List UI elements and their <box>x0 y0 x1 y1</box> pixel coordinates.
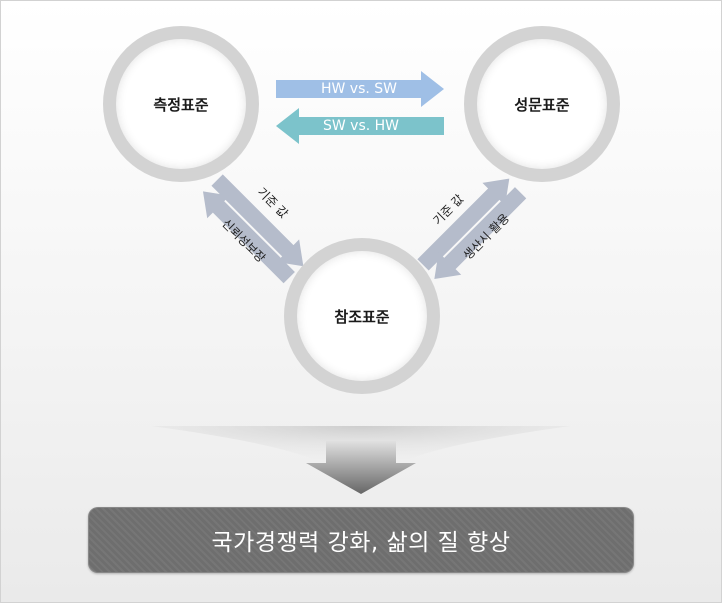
label-sw-vs-hw: SW vs. HW <box>322 118 400 134</box>
arrow-hw-vs-sw <box>276 71 444 107</box>
arrow-right-up <box>417 178 510 271</box>
label-hw-vs-sw: HW vs. SW <box>320 81 398 97</box>
outcome-banner-text: 국가경쟁력 강화, 삶의 질 향상 <box>211 530 511 556</box>
arrow-left-up <box>202 191 295 284</box>
node-reference-label: 참조표준 <box>297 251 427 381</box>
outcome-banner: 국가경쟁력 강화, 삶의 질 향상 <box>88 507 634 573</box>
down-arrow <box>306 441 416 494</box>
node-measurement-label: 측정표준 <box>116 39 246 169</box>
arrow-sw-vs-hw <box>276 108 444 144</box>
node-composition-standard: 성문표준 <box>464 26 620 182</box>
node-reference-standard: 참조표준 <box>284 238 440 394</box>
arrow-right-down <box>434 187 527 280</box>
node-composition-label: 성문표준 <box>477 39 607 169</box>
arrow-left-down <box>211 174 304 267</box>
node-measurement-standard: 측정표준 <box>103 26 259 182</box>
